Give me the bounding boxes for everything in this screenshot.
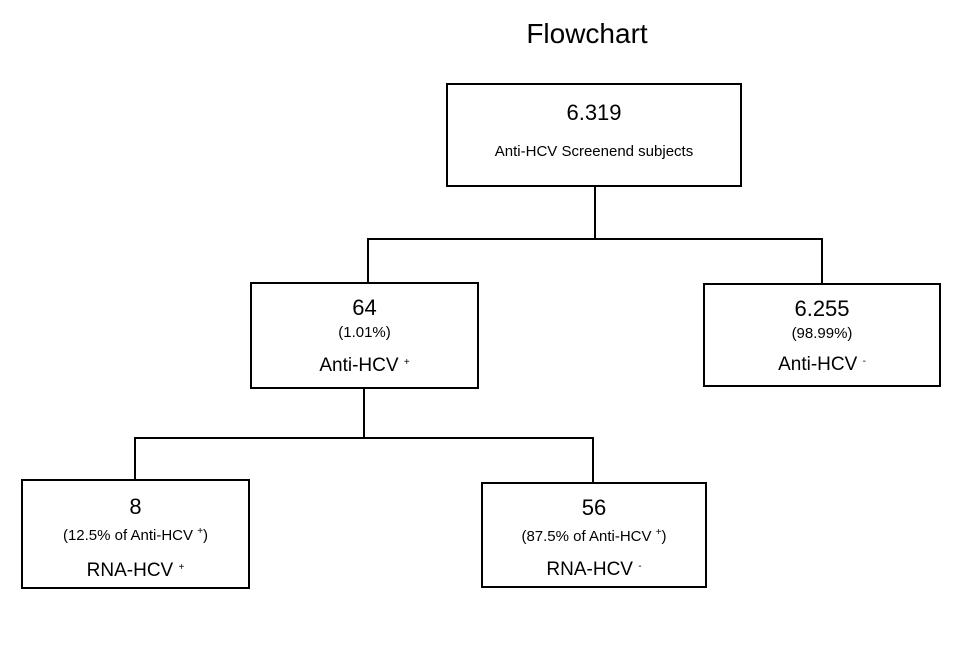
rna-neg-percent: (87.5% of Anti-HCV +) bbox=[521, 527, 667, 545]
rna-neg-count: 56 bbox=[581, 495, 607, 520]
rna-hcv-negative-node: 56 (87.5% of Anti-HCV +) RNA-HCV - bbox=[481, 482, 707, 588]
rna-neg-sign: - bbox=[638, 561, 642, 572]
anti-hcv-positive-node: 64 (1.01%) Anti-HCV + bbox=[250, 282, 479, 389]
root-count: 6.319 bbox=[566, 100, 622, 125]
rna-hcv-positive-node: 8 (12.5% of Anti-HCV +) RNA-HCV + bbox=[21, 479, 250, 589]
anti-neg-label: Anti-HCV - bbox=[778, 354, 866, 375]
rna-pos-percent: (12.5% of Anti-HCV +) bbox=[62, 526, 209, 544]
rna-pos-sign: + bbox=[178, 562, 185, 573]
anti-hcv-negative-node: 6.255 (98.99%) Anti-HCV - bbox=[703, 283, 941, 387]
anti-neg-sign: - bbox=[862, 356, 866, 367]
rna-pos-count: 8 bbox=[129, 494, 142, 519]
rna-pos-label: RNA-HCV + bbox=[86, 560, 185, 581]
anti-pos-label: Anti-HCV + bbox=[319, 355, 410, 376]
anti-pos-sign: + bbox=[403, 357, 410, 368]
anti-neg-count: 6.255 bbox=[794, 296, 850, 321]
anti-pos-count: 64 bbox=[352, 295, 377, 320]
anti-neg-percent: (98.99%) bbox=[791, 325, 853, 342]
anti-pos-percent: (1.01%) bbox=[338, 324, 391, 341]
root-node: 6.319 Anti-HCV Screenend subjects bbox=[446, 83, 742, 187]
root-label: Anti-HCV Screenend subjects bbox=[494, 143, 694, 160]
flowchart-title: Flowchart bbox=[526, 18, 648, 49]
rna-neg-label: RNA-HCV - bbox=[546, 559, 642, 580]
